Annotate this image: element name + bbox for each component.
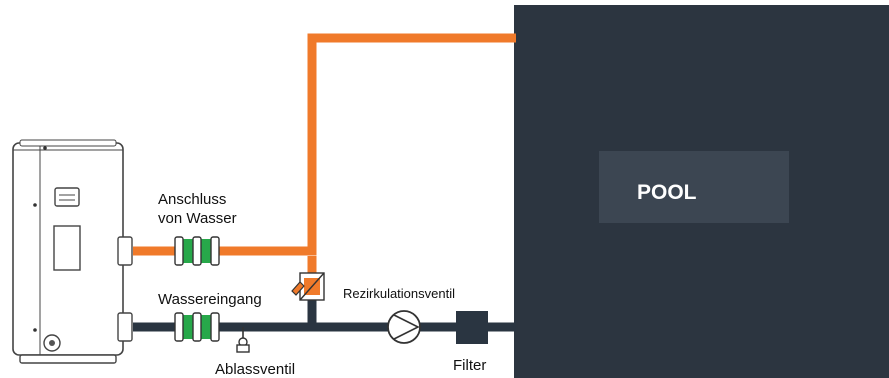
filter-icon bbox=[456, 311, 488, 344]
pool-label-box bbox=[599, 151, 789, 223]
recirculation-valve-icon bbox=[291, 272, 325, 301]
water-outlet-label: Anschluss von Wasser bbox=[158, 191, 237, 227]
inlet-union-fitting bbox=[174, 312, 220, 342]
outlet-union-fitting bbox=[174, 236, 220, 266]
hot-water-pipe bbox=[133, 33, 516, 256]
heat-pump-unit bbox=[12, 139, 133, 364]
filter-label: Filter bbox=[453, 357, 486, 374]
display-panel bbox=[54, 187, 80, 207]
recirculation-valve-label: Rezirkulationsventil bbox=[343, 286, 455, 301]
water-inlet-label: Wassereingang bbox=[158, 291, 262, 308]
drain-valve-icon bbox=[236, 327, 250, 353]
pump-icon bbox=[387, 310, 421, 344]
pool-label: POOL bbox=[637, 181, 697, 204]
front-panel bbox=[53, 225, 81, 271]
drain-valve-label: Ablassventil bbox=[215, 361, 295, 378]
